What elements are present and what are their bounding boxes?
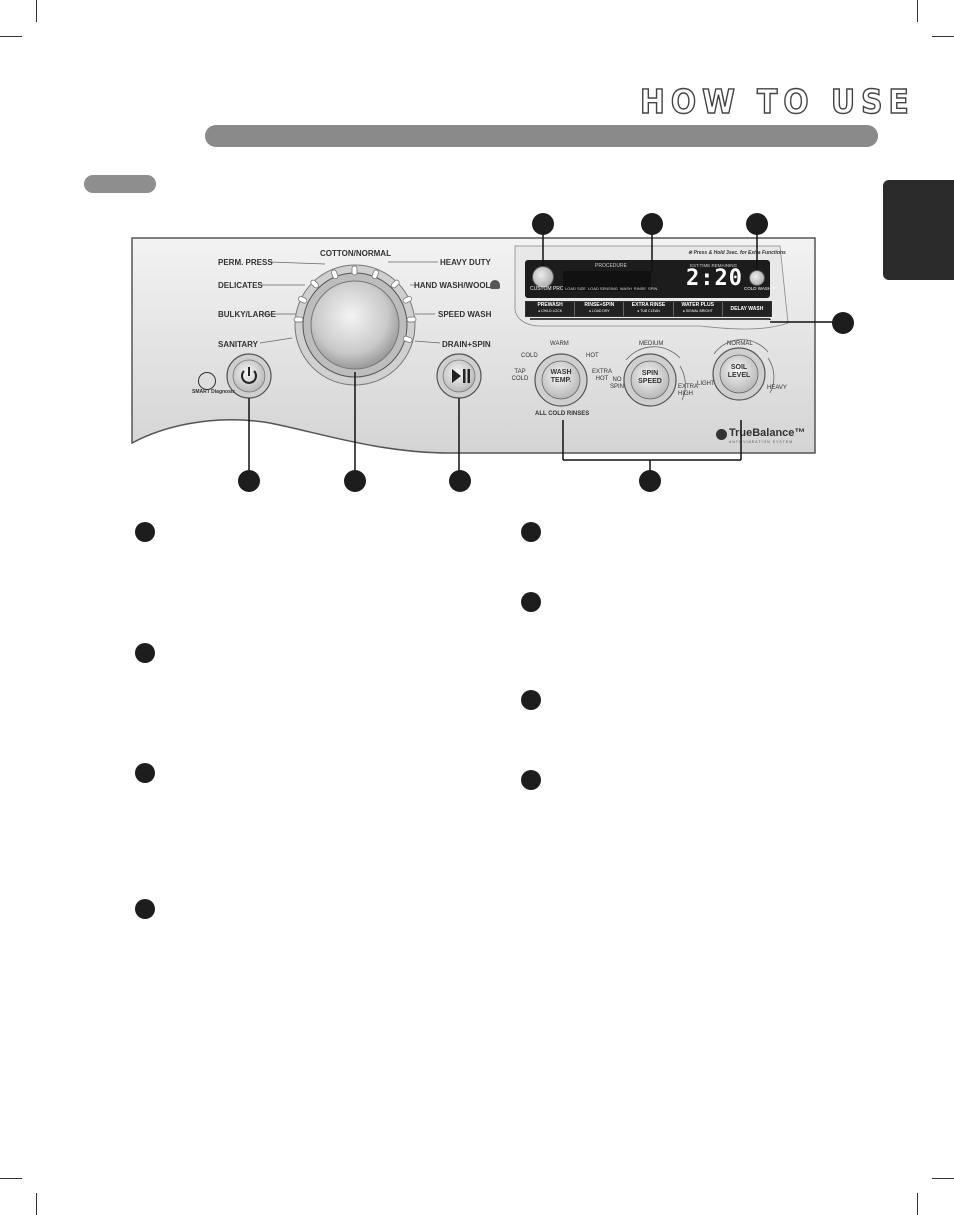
spin-no-spin: NO SPIN (610, 377, 625, 390)
crop-mark (932, 1178, 954, 1179)
time-readout: 2:20 (686, 266, 743, 291)
cycle-sanitary: SANITARY (218, 340, 258, 349)
coldwash-label: COLD WASH™ (744, 286, 776, 291)
truebalance-logo-icon (716, 429, 727, 440)
crop-mark (932, 36, 954, 37)
crop-mark (36, 1193, 37, 1215)
temp-warm: WARM (550, 341, 569, 347)
description-bullet (521, 522, 541, 542)
soil-heavy: HEAVY (767, 385, 787, 391)
temp-extra-hot: EXTRA HOT (592, 369, 613, 382)
callout-lines (248, 234, 833, 472)
option-buttons-row: PREWASH● CHILD LOCK RINSE+SPIN● LOAD DRY… (525, 301, 772, 317)
water-plus-button[interactable]: WATER PLUS● SIGNAL BRIGHT (674, 302, 723, 316)
description-bullet (521, 690, 541, 710)
stage-rinse: RINSE (633, 286, 647, 291)
description-bullet (135, 522, 155, 542)
temp-tap-cold: TAP COLD (511, 369, 529, 382)
spin-medium: MEDIUM (639, 341, 664, 347)
truebalance-brand: TrueBalance™ (729, 427, 806, 439)
extra-rinse-button[interactable]: EXTRA RINSE● TUB CLEAN (624, 302, 674, 316)
crop-mark (917, 1193, 918, 1215)
callout-marker (641, 213, 663, 235)
soil-light: LIGHT (697, 381, 715, 387)
custom-program-button[interactable] (532, 266, 554, 288)
crop-mark (0, 36, 22, 37)
stage-spin: SPIN (648, 286, 658, 291)
cycle-heavy-duty: HEAVY DUTY (440, 258, 491, 267)
cycle-perm-press: PERM. PRESS (218, 258, 273, 267)
section-pill (84, 175, 156, 193)
stage-load-sensing: LOAD SENSING (587, 286, 618, 291)
custom-program-label: CUSTOM PROGRAM (530, 286, 579, 292)
cycle-hand-wash-wool: HAND WASH/WOOL (414, 281, 491, 290)
description-bullet (135, 899, 155, 919)
cycle-bulky-large: BULKY/LARGE (218, 310, 276, 319)
truebalance-subtitle: ANTI-VIBRATION SYSTEM (729, 440, 794, 444)
wash-temp-knob[interactable]: WASH TEMP. (550, 369, 572, 384)
crop-mark (917, 0, 918, 22)
cycle-delicates: DELICATES (218, 281, 263, 290)
rinse-spin-button[interactable]: RINSE+SPIN● LOAD DRY (575, 302, 625, 316)
callout-marker (832, 312, 854, 334)
language-side-tab (883, 180, 954, 280)
smart-diagnosis-label: SMART Diagnosis (192, 389, 236, 395)
stage-indicators: LOAD SIZE LOAD SENSING WASH RINSE SPIN (563, 271, 657, 291)
description-bullet (135, 763, 155, 783)
crop-mark (36, 0, 37, 22)
soil-normal: NORMAL (727, 341, 753, 347)
cycle-drain-spin: DRAIN+SPIN (442, 340, 491, 349)
description-bullet (135, 643, 155, 663)
description-bullet (521, 770, 541, 790)
procedure-header: PROCEDURE (595, 263, 627, 269)
prewash-button[interactable]: PREWASH● CHILD LOCK (526, 302, 576, 316)
temp-cold: COLD (521, 353, 538, 359)
cycle-speed-wash: SPEED WASH (438, 310, 492, 319)
wool-icon (490, 280, 500, 289)
time-remaining-header: EST.TIME REMAINING (690, 263, 738, 268)
press-hold-note: ※ Press & Hold 3sec. for Extra Functions (688, 250, 786, 256)
crop-mark (0, 1178, 22, 1179)
soil-level-knob[interactable]: SOIL LEVEL (727, 364, 751, 379)
stage-wash: WASH (619, 286, 632, 291)
temp-hot: HOT (586, 353, 599, 359)
callout-marker (746, 213, 768, 235)
callout-marker (238, 470, 260, 492)
delay-wash-button[interactable]: DELAY WASH (730, 306, 764, 312)
page-title: HOW TO USE (639, 81, 915, 121)
stage-load-size: LOAD SIZE (565, 286, 586, 291)
callout-marker (344, 470, 366, 492)
description-bullet (521, 592, 541, 612)
callout-marker (449, 470, 471, 492)
cycle-cotton-normal: COTTON/NORMAL (320, 249, 391, 258)
header-bar (205, 125, 878, 147)
callout-marker (639, 470, 661, 492)
spin-extra-high: EXTRA HIGH (678, 384, 698, 397)
callout-marker (532, 213, 554, 235)
coldwash-button[interactable] (749, 270, 765, 286)
smart-diagnosis-icon (198, 372, 216, 390)
spin-speed-knob[interactable]: SPIN SPEED (638, 370, 662, 385)
all-cold-rinses-label: ALL COLD RINSES (535, 411, 590, 417)
